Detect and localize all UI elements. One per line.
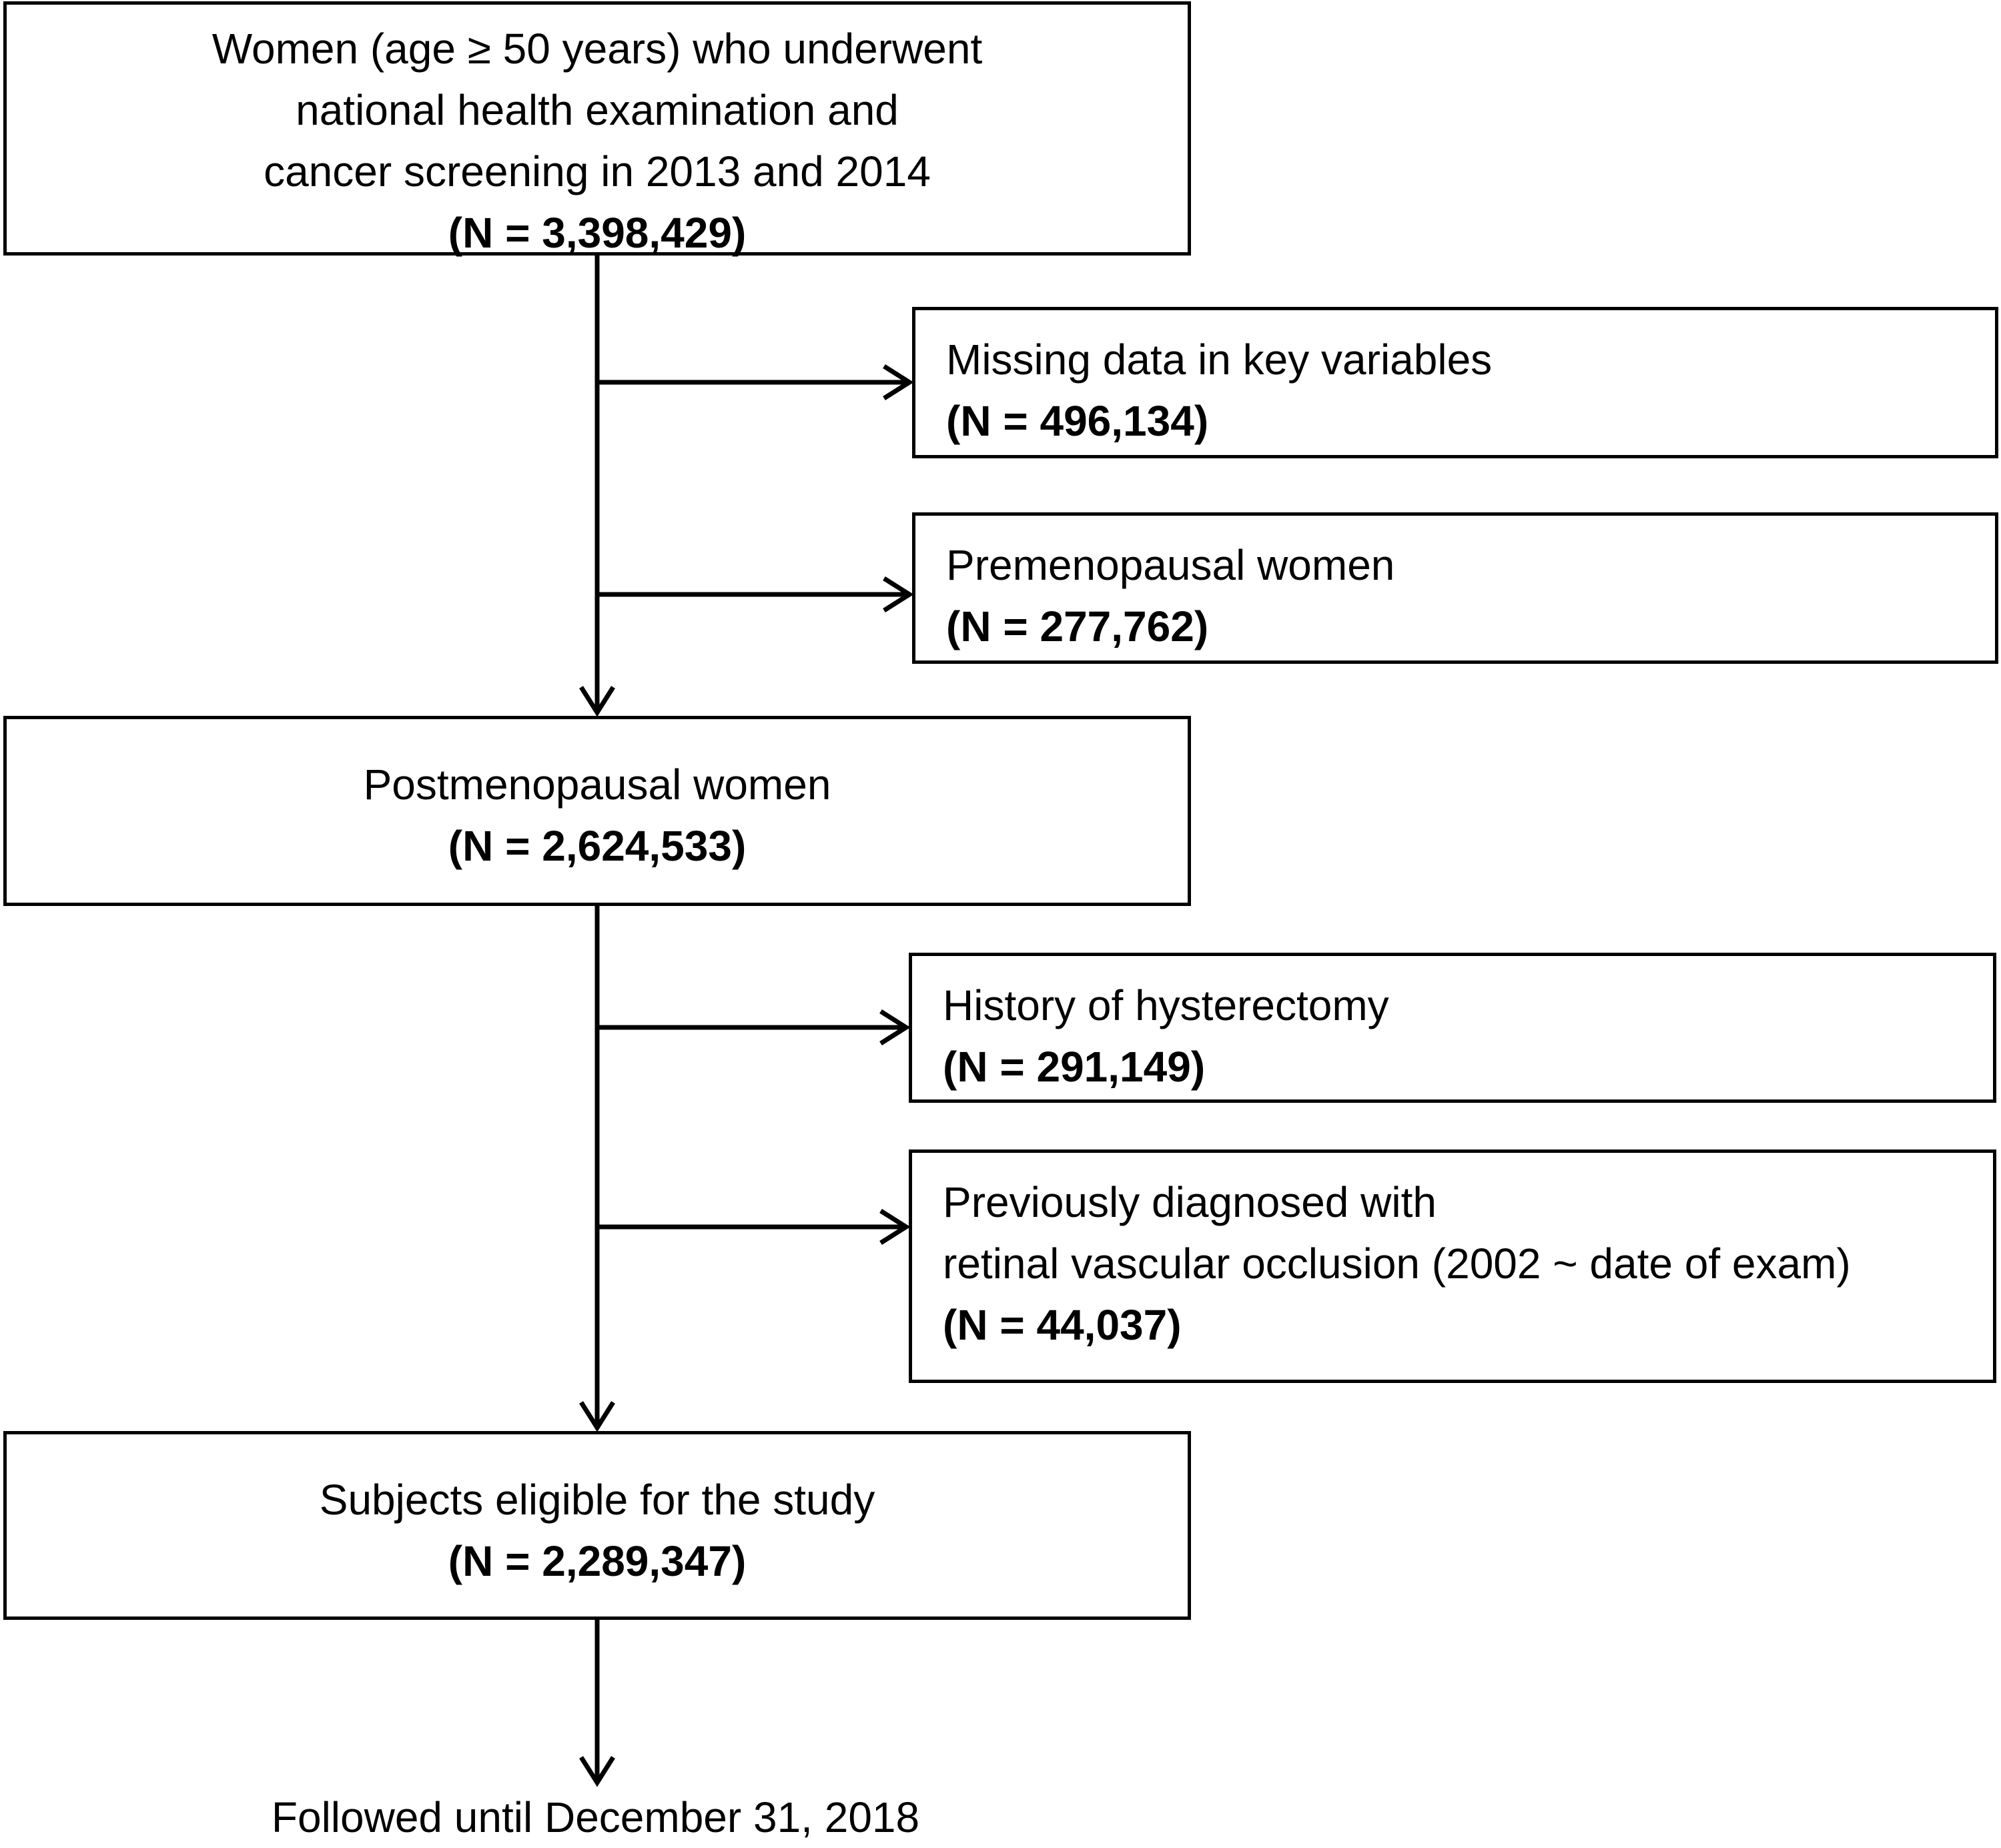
eligible-count: (N = 2,289,347) (448, 1537, 747, 1585)
eligible-subjects-box: Subjects eligible for the study (N = 2,2… (3, 1431, 1191, 1620)
start-text-line-3: cancer screening in 2013 and 2014 (264, 147, 931, 195)
missing-data-count: (N = 496,134) (946, 397, 1209, 445)
premenopausal-count: (N = 277,762) (946, 602, 1209, 650)
postmenopausal-box: Postmenopausal women (N = 2,624,533) (3, 716, 1191, 906)
exclusion-box-premenopausal: Premenopausal women (N = 277,762) (912, 512, 1998, 664)
postmenopausal-label: Postmenopausal women (363, 761, 831, 809)
start-population-box: Women (age ≥ 50 years) who underwent nat… (3, 1, 1191, 257)
previous-rvo-count: (N = 44,037) (943, 1301, 1182, 1349)
start-text-line-2: national health examination and (296, 86, 899, 134)
previous-rvo-line-2: retinal vascular occlusion (2002 ~ date … (943, 1240, 1851, 1288)
exclusion-box-missing-data: Missing data in key variables (N = 496,1… (912, 307, 1998, 458)
premenopausal-label: Premenopausal women (946, 541, 1395, 589)
eligible-label: Subjects eligible for the study (319, 1476, 875, 1524)
hysterectomy-label: History of hysterectomy (943, 981, 1389, 1029)
postmenopausal-count: (N = 2,624,533) (448, 822, 747, 870)
followup-text: Followed until December 31, 2018 (271, 1793, 920, 1841)
start-count: (N = 3,398,429) (448, 209, 747, 257)
previous-rvo-line-1: Previously diagnosed with (943, 1178, 1437, 1226)
exclusion-box-previous-rvo: Previously diagnosed with retinal vascul… (909, 1149, 1996, 1383)
missing-data-label: Missing data in key variables (946, 336, 1493, 384)
start-text-line-1: Women (age ≥ 50 years) who underwent (212, 25, 983, 73)
exclusion-box-hysterectomy: History of hysterectomy (N = 291,149) (909, 953, 1996, 1103)
hysterectomy-count: (N = 291,149) (943, 1043, 1206, 1091)
